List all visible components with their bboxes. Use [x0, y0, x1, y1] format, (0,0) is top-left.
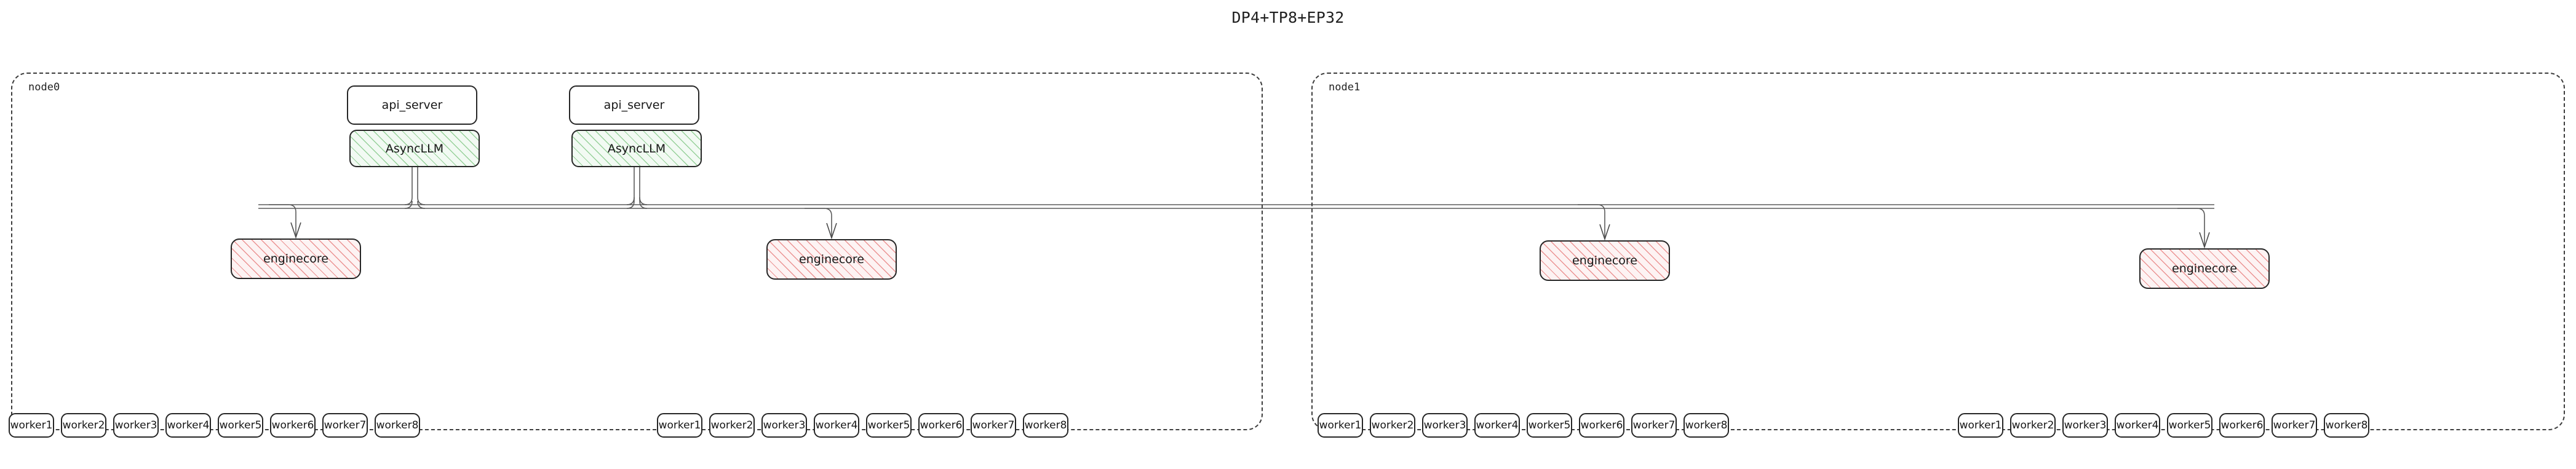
- worker-box[interactable]: worker6: [918, 413, 964, 438]
- worker-box[interactable]: worker5: [2167, 413, 2212, 438]
- enginecore-box[interactable]: enginecore: [231, 238, 361, 279]
- worker-box[interactable]: worker7: [322, 413, 368, 438]
- worker-box[interactable]: worker2: [709, 413, 755, 438]
- worker-box[interactable]: worker2: [1370, 413, 1415, 438]
- worker-box[interactable]: worker7: [2272, 413, 2317, 438]
- worker-box[interactable]: worker8: [1684, 413, 1729, 438]
- worker-box[interactable]: worker3: [1422, 413, 1468, 438]
- worker-box[interactable]: worker8: [375, 413, 420, 438]
- worker-box[interactable]: worker3: [761, 413, 807, 438]
- worker-box[interactable]: worker1: [9, 413, 54, 438]
- node-cluster-label: node0: [28, 81, 60, 93]
- node-cluster-node1: node1: [1311, 73, 2565, 430]
- worker-box[interactable]: worker8: [2324, 413, 2369, 438]
- worker-box[interactable]: worker4: [2115, 413, 2160, 438]
- worker-box[interactable]: worker4: [1474, 413, 1520, 438]
- worker-box[interactable]: worker6: [270, 413, 316, 438]
- enginecore-box[interactable]: enginecore: [2139, 248, 2270, 289]
- worker-box[interactable]: worker2: [61, 413, 106, 438]
- enginecore-box[interactable]: enginecore: [1540, 240, 1670, 281]
- worker-box[interactable]: worker5: [866, 413, 912, 438]
- worker-box[interactable]: worker7: [971, 413, 1016, 438]
- asyncllm-box[interactable]: AsyncLLM: [349, 130, 480, 167]
- worker-box[interactable]: worker8: [1023, 413, 1068, 438]
- worker-box[interactable]: worker5: [218, 413, 263, 438]
- api-server-box[interactable]: api_server: [347, 85, 477, 125]
- page-title: DP4+TP8+EP32: [1231, 9, 1345, 26]
- worker-box[interactable]: worker1: [657, 413, 702, 438]
- worker-box[interactable]: worker7: [1631, 413, 1677, 438]
- api-server-box[interactable]: api_server: [569, 85, 699, 125]
- worker-box[interactable]: worker3: [113, 413, 159, 438]
- node-cluster-node0: node0: [11, 73, 1263, 430]
- worker-box[interactable]: worker5: [1527, 413, 1572, 438]
- worker-box[interactable]: worker3: [2062, 413, 2108, 438]
- worker-box[interactable]: worker6: [1579, 413, 1624, 438]
- asyncllm-box[interactable]: AsyncLLM: [571, 130, 702, 167]
- worker-box[interactable]: worker1: [1318, 413, 1363, 438]
- worker-box[interactable]: worker4: [165, 413, 211, 438]
- worker-box[interactable]: worker6: [2219, 413, 2265, 438]
- enginecore-box[interactable]: enginecore: [766, 239, 897, 280]
- worker-box[interactable]: worker2: [2010, 413, 2056, 438]
- worker-box[interactable]: worker4: [814, 413, 859, 438]
- worker-box[interactable]: worker1: [1958, 413, 2003, 438]
- node-cluster-label: node1: [1329, 81, 1361, 93]
